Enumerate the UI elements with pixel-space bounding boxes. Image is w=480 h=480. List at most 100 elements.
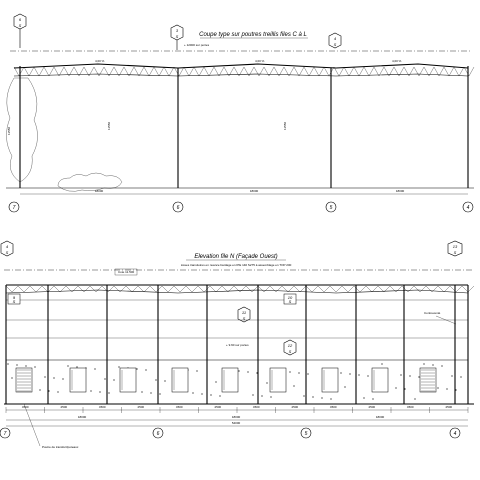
- marker-11: 11 S: [237, 306, 251, 323]
- truss-diagonal: [308, 66, 315, 77]
- truss-diagonal: [418, 66, 425, 77]
- truss-diagonal: [233, 66, 240, 77]
- hatch-dot: [238, 370, 240, 372]
- hatch-dot: [62, 378, 64, 380]
- hatch-dot: [451, 375, 453, 377]
- svg-text:7: 7: [13, 205, 16, 211]
- tree-outline: [6, 77, 38, 183]
- truss-diagonal: [103, 66, 110, 77]
- svg-text:S: S: [454, 250, 457, 255]
- hatch-dot: [108, 392, 110, 394]
- bracing-diagonal: [155, 285, 163, 293]
- bracing-diagonal: [461, 285, 469, 293]
- bracing-diagonal: [5, 285, 13, 293]
- door-opening: [269, 367, 287, 393]
- hatch-dot: [340, 372, 342, 374]
- truss-diagonal: [393, 66, 400, 77]
- bracing-diagonal: [59, 285, 67, 293]
- truss-top-chord: [13, 63, 469, 69]
- hatch-dot: [381, 363, 383, 365]
- bottom-span-2: 18000: [232, 415, 241, 419]
- hatch-dot: [307, 373, 309, 375]
- truss-diagonal: [363, 66, 370, 77]
- section-marker-right: 4 S: [328, 32, 342, 49]
- truss-diagonal: [413, 66, 420, 77]
- svg-text:9: 9: [13, 295, 16, 300]
- bracing-diagonal: [119, 285, 127, 293]
- bracing-diagonal: [365, 285, 373, 293]
- bay-dim-label: 4500: [214, 405, 221, 409]
- bush-outline: [57, 172, 123, 192]
- truss-diagonal: [318, 66, 325, 77]
- marker-12: 12 S: [283, 339, 297, 356]
- elevation-columns: [5, 285, 469, 404]
- door-opening: [371, 367, 389, 393]
- truss-diagonal: [108, 66, 115, 77]
- hatch-dot: [298, 372, 300, 374]
- marker-right-13: 13 S: [447, 240, 463, 257]
- bracing-diagonal: [143, 285, 151, 293]
- truss-diagonal: [38, 66, 45, 77]
- bracing-diagonal: [269, 285, 277, 293]
- hatch-dot: [367, 375, 369, 377]
- bracing-diagonal: [107, 285, 115, 293]
- truss-diagonal: [23, 66, 30, 77]
- hatch-dot: [113, 379, 115, 381]
- axis-bubble-5: 5: [325, 201, 337, 213]
- bay-dim-label: 4500: [330, 405, 337, 409]
- hatch-dot: [34, 366, 36, 368]
- svg-text:4: 4: [334, 36, 337, 41]
- bracing-diagonal: [377, 285, 385, 293]
- hatch-dot: [164, 380, 166, 382]
- svg-text:S: S: [243, 316, 246, 321]
- hatch-dot: [39, 389, 41, 391]
- svg-text:11: 11: [242, 310, 246, 315]
- truss-diagonal: [408, 66, 415, 77]
- hatch-dot: [261, 395, 263, 397]
- bracing-diagonal: [359, 285, 367, 293]
- svg-text:6: 6: [177, 205, 180, 211]
- truss-diagonal: [403, 66, 410, 77]
- marker-left-top: 4 S: [0, 240, 14, 257]
- truss-diagonal: [358, 66, 365, 77]
- bay-dim-label: 4500: [176, 405, 183, 409]
- truss-diagonal: [163, 66, 170, 77]
- svg-text:12: 12: [288, 343, 293, 348]
- bracing-diagonal: [347, 285, 355, 293]
- truss-diagonal: [368, 66, 375, 77]
- svg-text:S: S: [289, 349, 292, 354]
- level-label-box: [114, 268, 138, 276]
- bay-dim-label: 4500: [22, 405, 29, 409]
- bracing-diagonal: [167, 285, 175, 293]
- truss-diagonal: [293, 66, 300, 77]
- hatch-dot: [57, 391, 59, 393]
- axis-bubble-4: 4: [462, 201, 474, 213]
- truss-diagonal: [78, 66, 85, 77]
- truss-diagonal: [48, 66, 55, 77]
- svg-text:4: 4: [454, 431, 457, 437]
- hatch-dot: [414, 398, 416, 400]
- truss-diagonal: [123, 66, 130, 77]
- bracing-diagonal: [353, 285, 361, 293]
- bracing-diagonal: [17, 285, 25, 293]
- height-dim-1: 11550: [7, 127, 11, 135]
- bracing-diagonal: [443, 285, 451, 293]
- post-note: Poutre de transfert/poteaux: [42, 445, 79, 449]
- bracing-diagonal: [287, 285, 295, 293]
- hatch-dot: [293, 385, 295, 387]
- svg-text:10: 10: [288, 295, 293, 300]
- hatch-dot: [256, 372, 258, 374]
- bracing-diagonal: [419, 285, 427, 293]
- truss-diagonal: [213, 66, 220, 77]
- truss-diagonal: [218, 66, 225, 77]
- truss-diagonal: [298, 66, 305, 77]
- truss-diagonal: [183, 66, 190, 77]
- hatch-dot: [219, 395, 221, 397]
- hatch-dot: [99, 391, 101, 393]
- hatch-dot: [215, 381, 217, 383]
- roof-bracing: [5, 285, 475, 293]
- slope-3: 4,00 %: [392, 59, 402, 63]
- hatch-dot: [247, 371, 249, 373]
- svg-text:S: S: [334, 42, 337, 47]
